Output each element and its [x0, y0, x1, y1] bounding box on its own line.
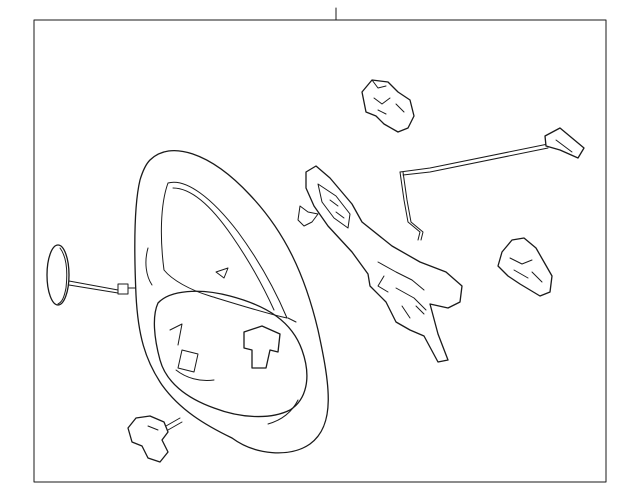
- diagram-frame: [33, 19, 607, 483]
- switch-assembly-icon: [297, 165, 463, 363]
- steering-wheel-icon: [134, 149, 329, 454]
- cable-icon: [399, 127, 585, 241]
- horn-cap-icon: [46, 244, 70, 306]
- bracket-icon: [361, 79, 415, 133]
- wiring-harness-icon: [68, 280, 136, 295]
- switch-icon: [127, 415, 183, 463]
- bezel-icon: [497, 237, 553, 297]
